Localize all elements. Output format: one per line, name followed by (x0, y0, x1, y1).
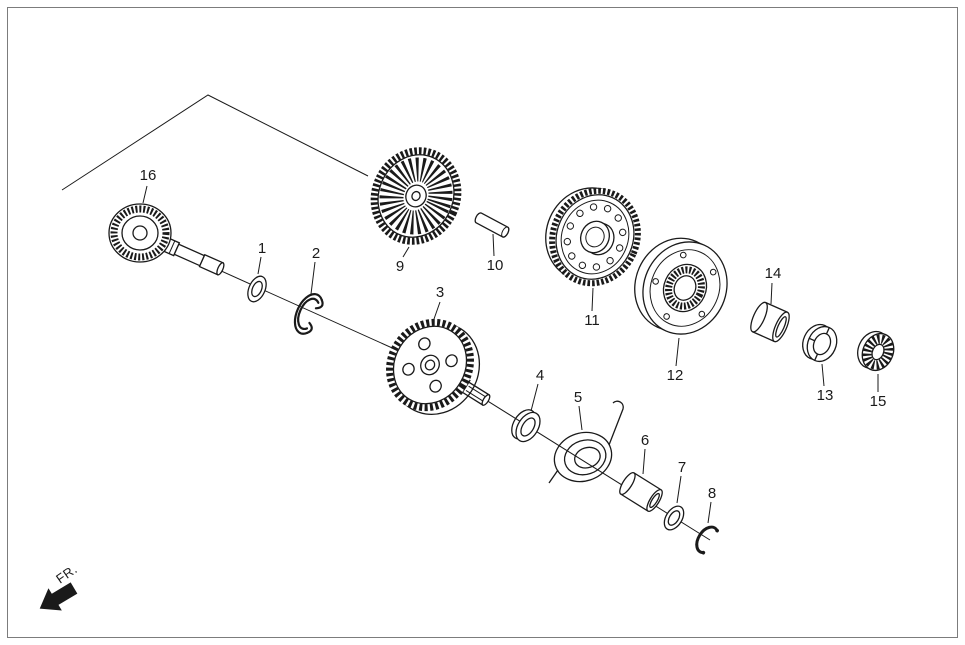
part-leader-16 (142, 185, 148, 204)
part-9-pinion-gear (370, 146, 462, 246)
part-label-14: 14 (765, 265, 782, 282)
part-label-9: 9 (396, 258, 404, 275)
part-10-dowel-pin (474, 212, 510, 238)
part-8-circlip (695, 525, 719, 555)
part-label-15: 15 (870, 393, 887, 410)
part-leader-1 (257, 256, 262, 275)
part-label-6: 6 (641, 432, 649, 449)
part-label-2: 2 (312, 245, 320, 262)
part-label-13: 13 (817, 387, 834, 404)
part-6-bushing (619, 472, 663, 512)
page-border (7, 7, 958, 638)
part-leader-7 (676, 475, 682, 504)
part-3-kick-gear (386, 318, 491, 416)
part-leader-5 (578, 405, 583, 431)
part-label-10: 10 (487, 257, 504, 274)
part-11-driven-gear (545, 187, 641, 287)
part-4-washer (511, 409, 541, 443)
part-2-spring-clip (293, 293, 324, 335)
part-label-1: 1 (258, 240, 266, 257)
fr-arrow-icon (39, 582, 78, 611)
part-15-needle-bearing (857, 330, 895, 372)
construction-line (61, 94, 369, 191)
part-leader-10 (492, 233, 495, 257)
part-label-5: 5 (574, 389, 582, 406)
part-1-washer (247, 275, 267, 303)
part-14-collar (750, 301, 790, 343)
part-leader-2 (310, 261, 316, 295)
part-label-3: 3 (436, 284, 444, 301)
part-leader-12 (675, 337, 680, 367)
part-leader-8 (707, 501, 712, 524)
part-12-starter-clutch (634, 237, 728, 335)
part-leader-6 (642, 448, 646, 475)
part-label-7: 7 (678, 459, 686, 476)
part-13-lock-nut (802, 323, 838, 363)
part-leader-3 (433, 301, 441, 320)
fr-direction-label: FR. (53, 561, 80, 586)
part-5-return-spring (548, 400, 624, 484)
part-label-4: 4 (536, 367, 544, 384)
part-7-washer (663, 505, 685, 531)
part-label-8: 8 (708, 485, 716, 502)
part-leader-14 (770, 282, 773, 305)
part-label-12: 12 (667, 367, 684, 384)
fr-direction-indicator: FR. (39, 561, 80, 611)
part-label-16: 16 (140, 167, 157, 184)
part-leader-11 (591, 287, 594, 312)
part-leader-4 (530, 383, 539, 412)
part-label-11: 11 (584, 312, 600, 329)
part-16-kick-spindle (108, 203, 225, 276)
part-leader-9 (402, 246, 410, 258)
part-leader-13 (821, 363, 825, 387)
